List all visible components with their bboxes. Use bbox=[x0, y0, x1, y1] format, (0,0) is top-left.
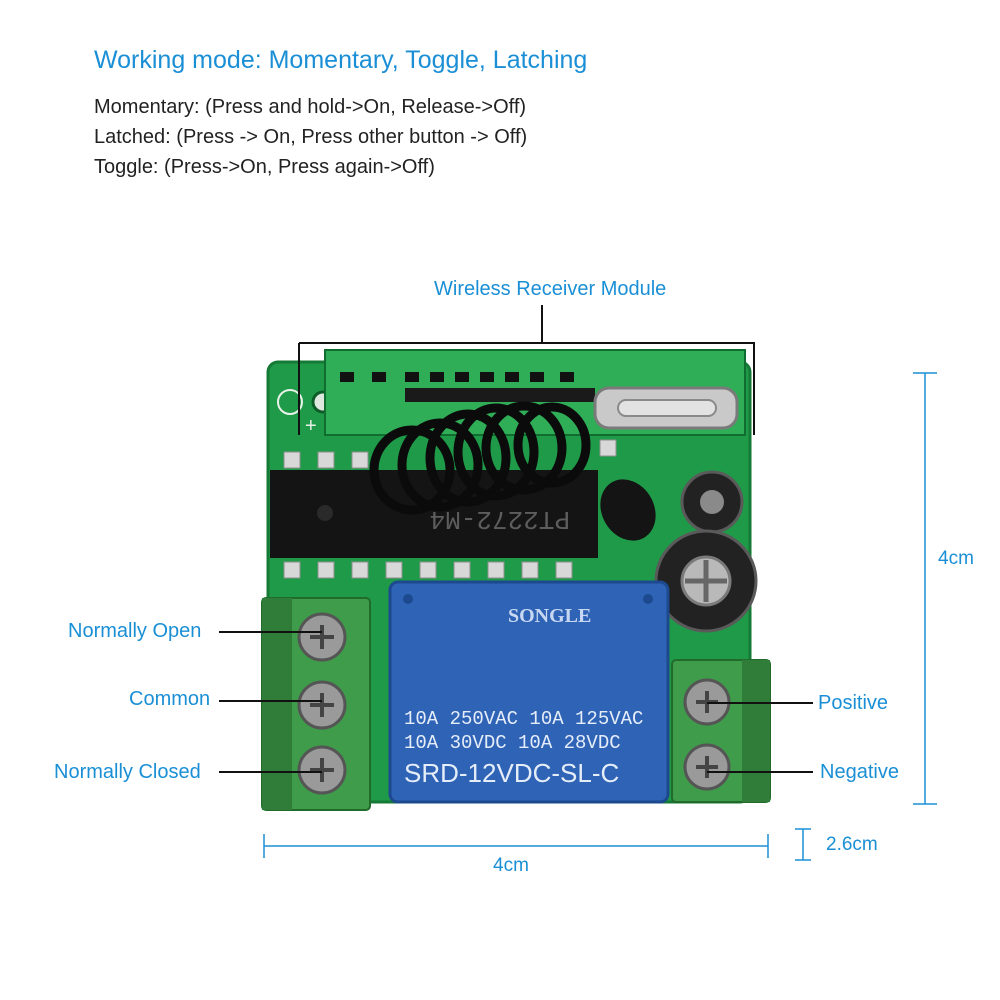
svg-text:+: + bbox=[305, 415, 317, 437]
antenna-coil bbox=[369, 401, 591, 515]
dimension-width-label: 4cm bbox=[493, 855, 529, 876]
dimension-thickness-label: 2.6cm bbox=[826, 834, 878, 855]
leader-lines bbox=[219, 631, 813, 773]
callout-negative: Negative bbox=[820, 761, 899, 783]
relay-brand: SONGLE bbox=[508, 605, 591, 627]
relay-rating-2: 10A 30VDC 10A 28VDC bbox=[404, 732, 621, 754]
dimension-height-label: 4cm bbox=[938, 548, 974, 569]
callout-positive: Positive bbox=[818, 692, 889, 714]
mode-latched: Latched: (Press -> On, Press other butto… bbox=[94, 126, 528, 148]
callout-normally-closed: Normally Closed bbox=[54, 761, 201, 783]
relay-rating-1: 10A 250VAC 10A 125VAC bbox=[404, 708, 643, 730]
page-title: Working mode: Momentary, Toggle, Latchin… bbox=[94, 46, 588, 74]
mode-momentary: Momentary: (Press and hold->On, Release-… bbox=[94, 96, 527, 118]
terminal-block-right bbox=[671, 659, 771, 803]
callout-common: Common bbox=[129, 688, 211, 710]
mode-toggle: Toggle: (Press->On, Press again->Off) bbox=[94, 156, 435, 178]
dimension-lines bbox=[263, 372, 937, 861]
module-callout-bracket bbox=[298, 305, 755, 435]
relay: SONGLE 10A 250VAC 10A 125VAC 10A 30VDC 1… bbox=[388, 580, 670, 804]
callout-wireless-receiver-module: Wireless Receiver Module bbox=[434, 278, 667, 300]
callout-normally-open: Normally Open bbox=[68, 620, 202, 642]
transistor bbox=[600, 479, 656, 541]
terminal-block-left bbox=[261, 597, 371, 811]
relay-model: SRD-12VDC-SL-C bbox=[404, 758, 619, 788]
